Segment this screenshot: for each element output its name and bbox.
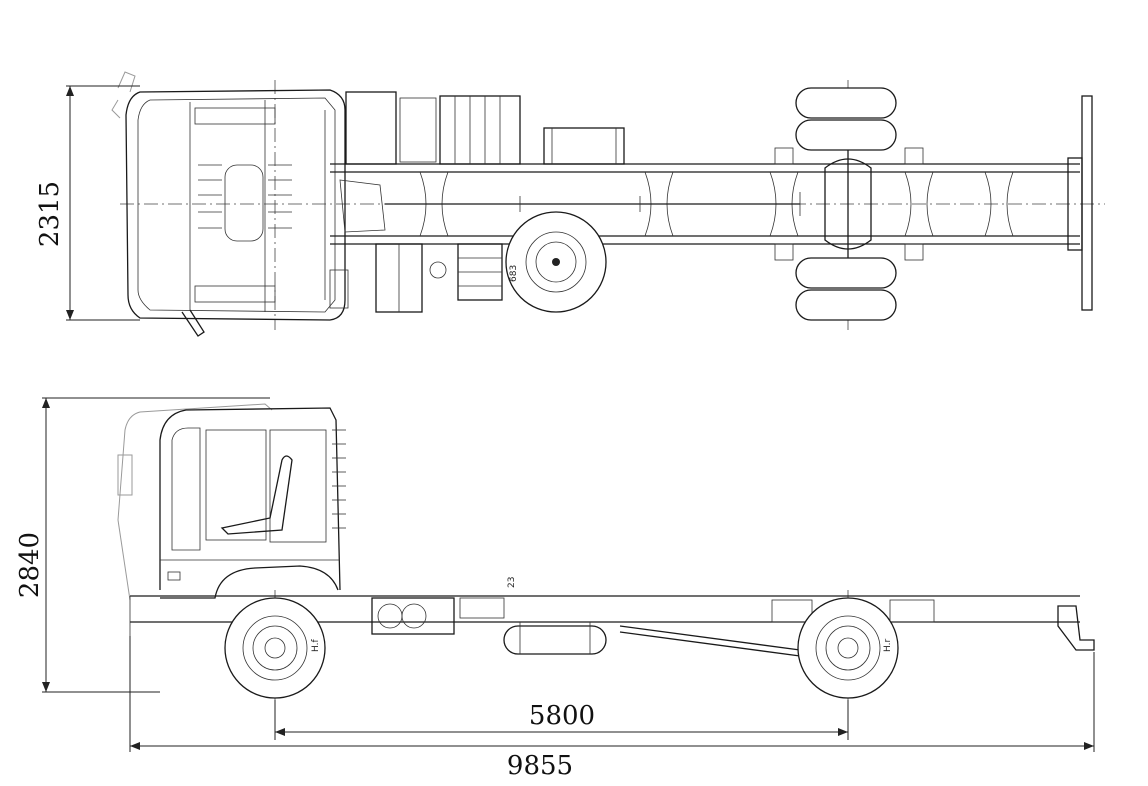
front-height-mark: H.f <box>311 639 321 652</box>
cab-grille-side <box>332 429 346 529</box>
cab-side <box>159 407 346 599</box>
side-view: H.f H.r 23 2840 5800 9855 <box>15 397 1095 781</box>
overall-length-dimension <box>129 636 1095 752</box>
width-label: 2315 <box>35 181 65 247</box>
rear-wheel-side <box>797 597 899 699</box>
spare-wheel-top <box>505 211 607 313</box>
top-view: 683 2315 <box>35 71 1105 337</box>
wheelbase-label: 5800 <box>529 701 595 731</box>
cab-roof-ribs <box>198 164 292 229</box>
engine-components <box>329 91 801 313</box>
cab-tilted-ghost <box>117 403 273 601</box>
height-dimension <box>42 397 270 693</box>
cab-top <box>111 71 346 337</box>
frame-mark: 23 <box>507 577 517 588</box>
overall-length-label: 9855 <box>507 751 573 781</box>
width-dimension <box>66 85 140 321</box>
tyre-mark: 683 <box>509 265 519 282</box>
front-wheel-side <box>224 597 326 699</box>
rear-axle-top <box>774 87 924 321</box>
height-label: 2840 <box>15 532 45 598</box>
rear-height-mark: H.r <box>883 639 893 652</box>
wheelbase-dimension <box>274 700 849 740</box>
side-components <box>371 597 935 657</box>
